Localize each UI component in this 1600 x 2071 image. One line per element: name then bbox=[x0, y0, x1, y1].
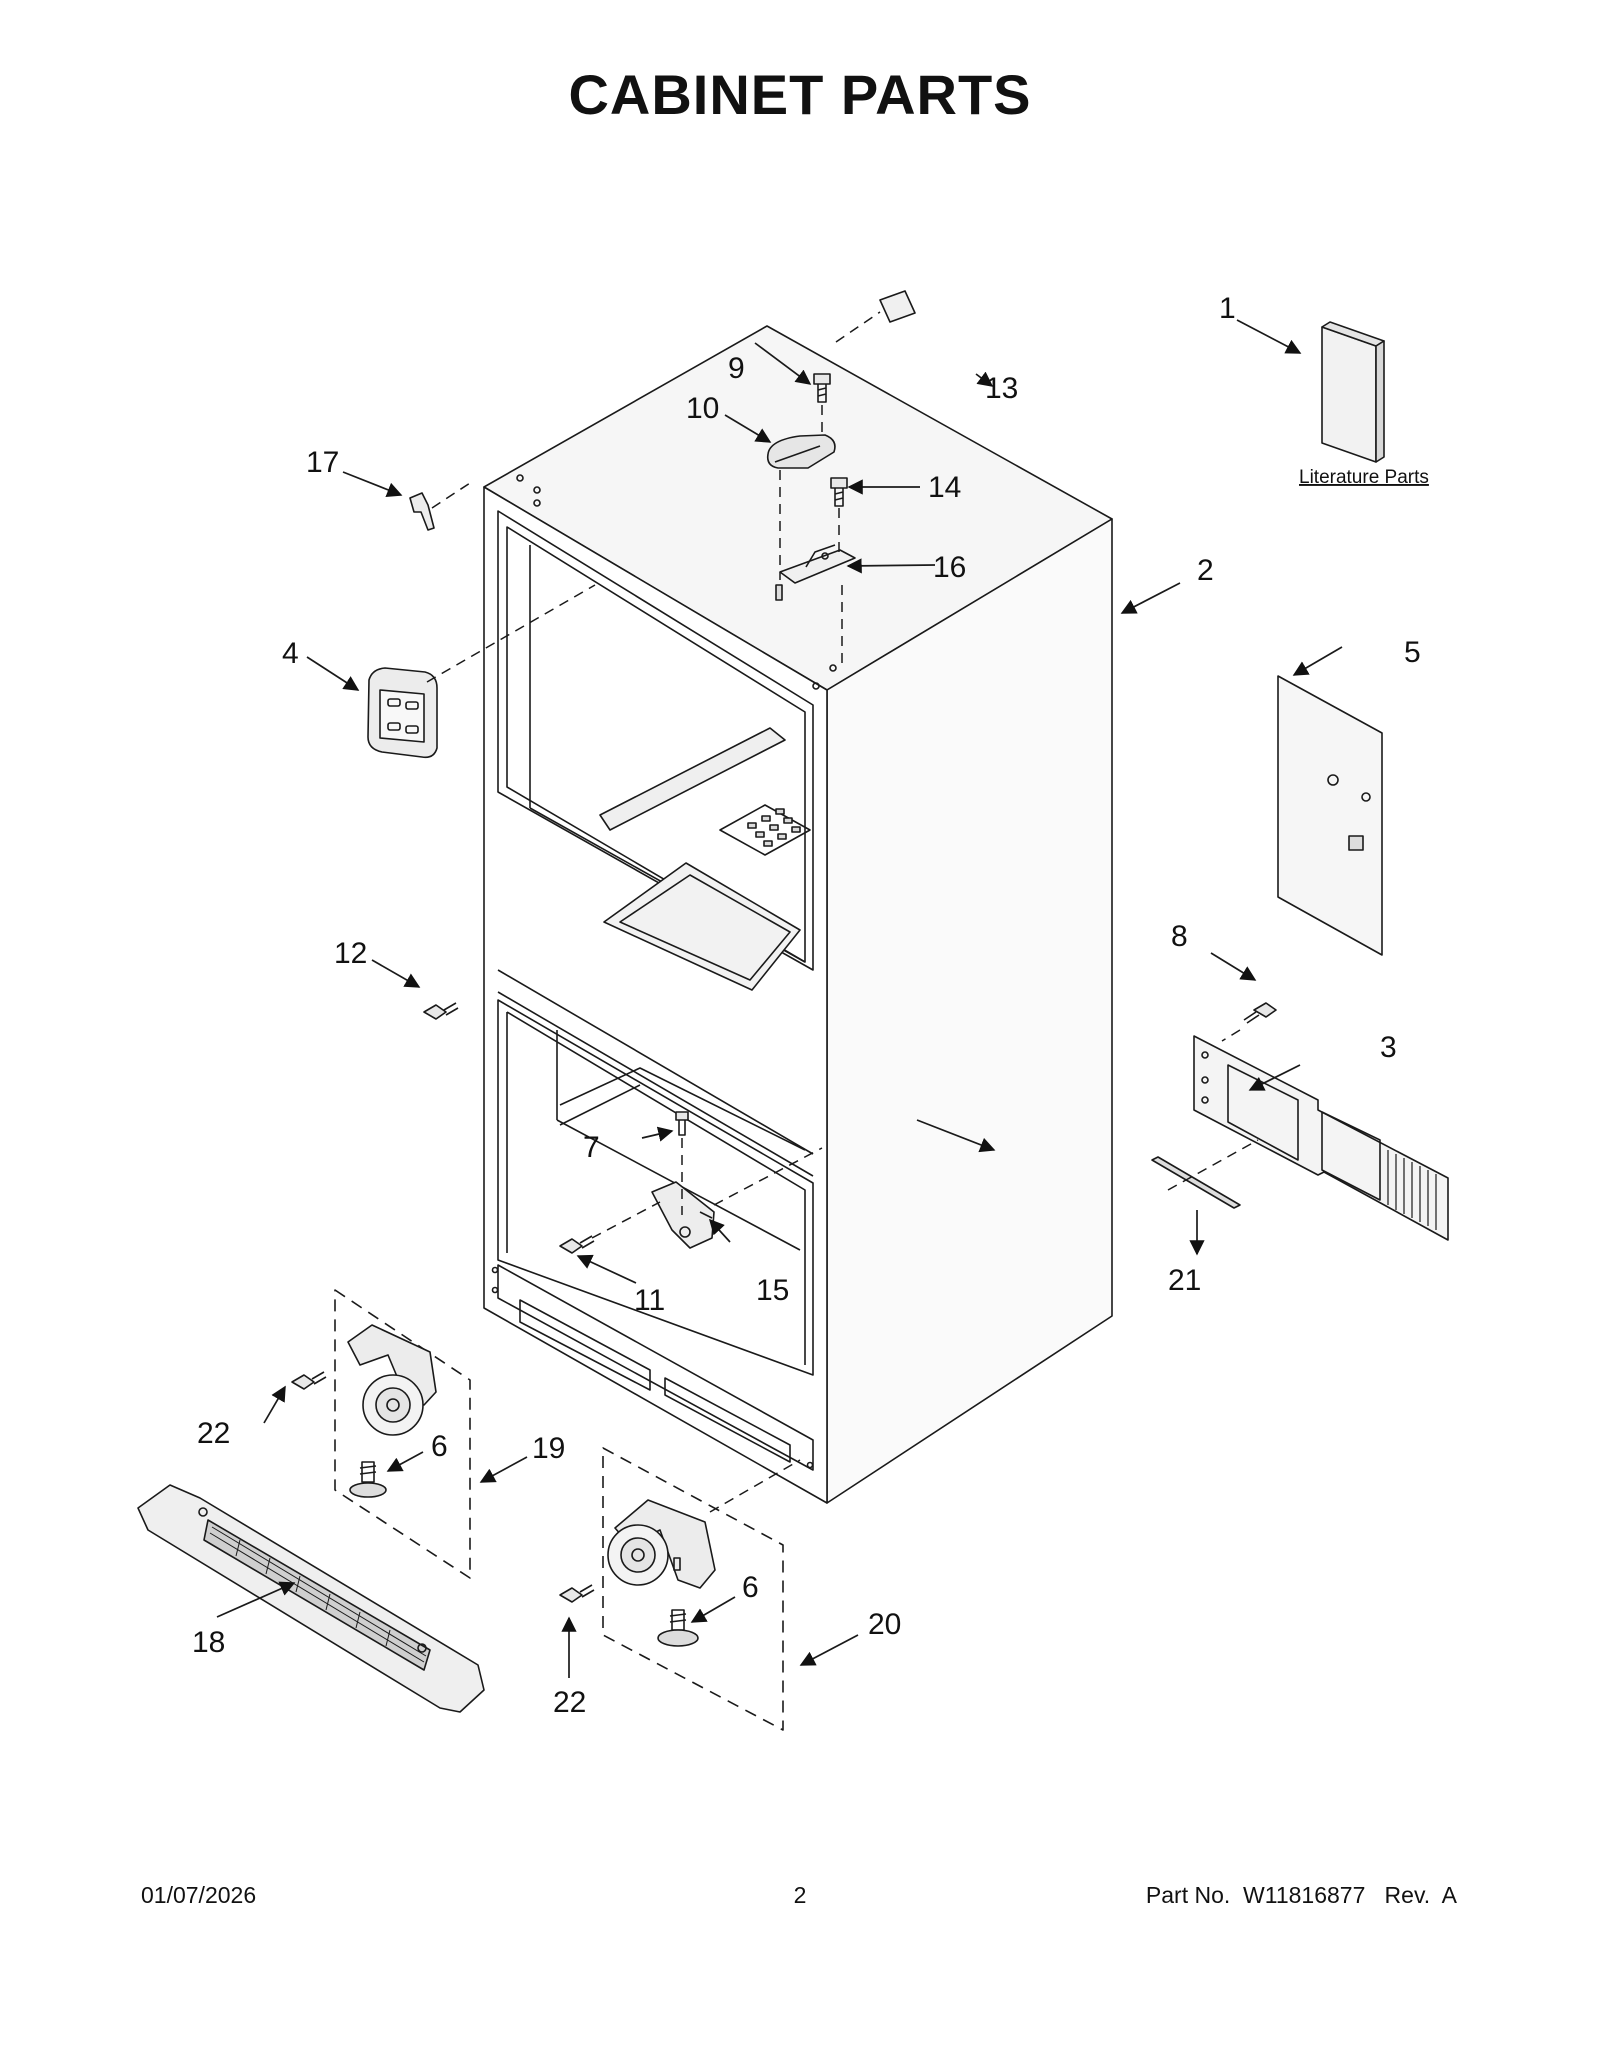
screw-11 bbox=[559, 1235, 595, 1254]
callout-4: 4 bbox=[282, 637, 299, 670]
side-bracket bbox=[367, 667, 438, 759]
footer-part-number: Part No. W11816877 Rev. A bbox=[1145, 1882, 1457, 1908]
screw-12 bbox=[423, 1002, 459, 1020]
callout-22b: 22 bbox=[553, 1686, 586, 1719]
callout-10: 10 bbox=[686, 392, 719, 425]
callout-11: 11 bbox=[634, 1284, 665, 1317]
screw-8 bbox=[1243, 1002, 1277, 1024]
callout-20: 20 bbox=[868, 1608, 901, 1641]
rear-panel bbox=[1277, 675, 1383, 956]
left-roller-assembly bbox=[291, 1289, 471, 1579]
right-roller-assembly bbox=[559, 1447, 784, 1731]
callout-21: 21 bbox=[1168, 1264, 1201, 1297]
callout-13: 13 bbox=[985, 372, 1018, 405]
clip-part bbox=[409, 492, 435, 531]
callout-18: 18 bbox=[192, 1626, 225, 1659]
exploded-view-guides bbox=[426, 311, 1259, 1513]
footer-date: 01/07/2026 bbox=[141, 1882, 257, 1908]
callout-labels: 1 2 3 4 5 6 6 7 8 9 10 11 12 13 14 15 16… bbox=[192, 292, 1429, 1719]
callout-19: 19 bbox=[532, 1432, 565, 1465]
screw-9 bbox=[813, 373, 831, 403]
label-part bbox=[879, 290, 916, 323]
screw-14 bbox=[830, 477, 848, 507]
top-hinge bbox=[775, 544, 856, 601]
lower-hinge-screw-7 bbox=[675, 1111, 689, 1136]
callout-9: 9 bbox=[728, 352, 745, 385]
callout-7: 7 bbox=[583, 1131, 600, 1164]
callout-1: 1 bbox=[1219, 292, 1236, 325]
gasket-strip bbox=[1151, 1156, 1241, 1209]
footer-page-number: 2 bbox=[793, 1882, 807, 1908]
hinge-cover bbox=[766, 434, 836, 469]
callout-12: 12 bbox=[334, 937, 367, 970]
callout-16: 16 bbox=[933, 551, 966, 584]
callout-17: 17 bbox=[306, 446, 339, 479]
page-title: CABINET PARTS bbox=[568, 63, 1032, 126]
literature-parts-booklet bbox=[1321, 321, 1385, 463]
callout-15: 15 bbox=[756, 1274, 789, 1307]
callout-3: 3 bbox=[1380, 1031, 1397, 1064]
machine-compartment-cover bbox=[1193, 1035, 1449, 1241]
callout-22a: 22 bbox=[197, 1417, 230, 1450]
callout-5: 5 bbox=[1404, 636, 1421, 669]
callout-arrows bbox=[216, 319, 1343, 1678]
base-grille bbox=[137, 1484, 485, 1713]
callout-8: 8 bbox=[1171, 920, 1188, 953]
lower-hinge-bracket bbox=[651, 1181, 715, 1249]
callout-6b: 6 bbox=[742, 1571, 759, 1604]
cabinet-body bbox=[483, 325, 1113, 1504]
callout-14: 14 bbox=[928, 471, 961, 504]
callout-2: 2 bbox=[1197, 554, 1214, 587]
callout-6a: 6 bbox=[431, 1430, 448, 1463]
literature-parts-label: Literature Parts bbox=[1299, 467, 1429, 488]
